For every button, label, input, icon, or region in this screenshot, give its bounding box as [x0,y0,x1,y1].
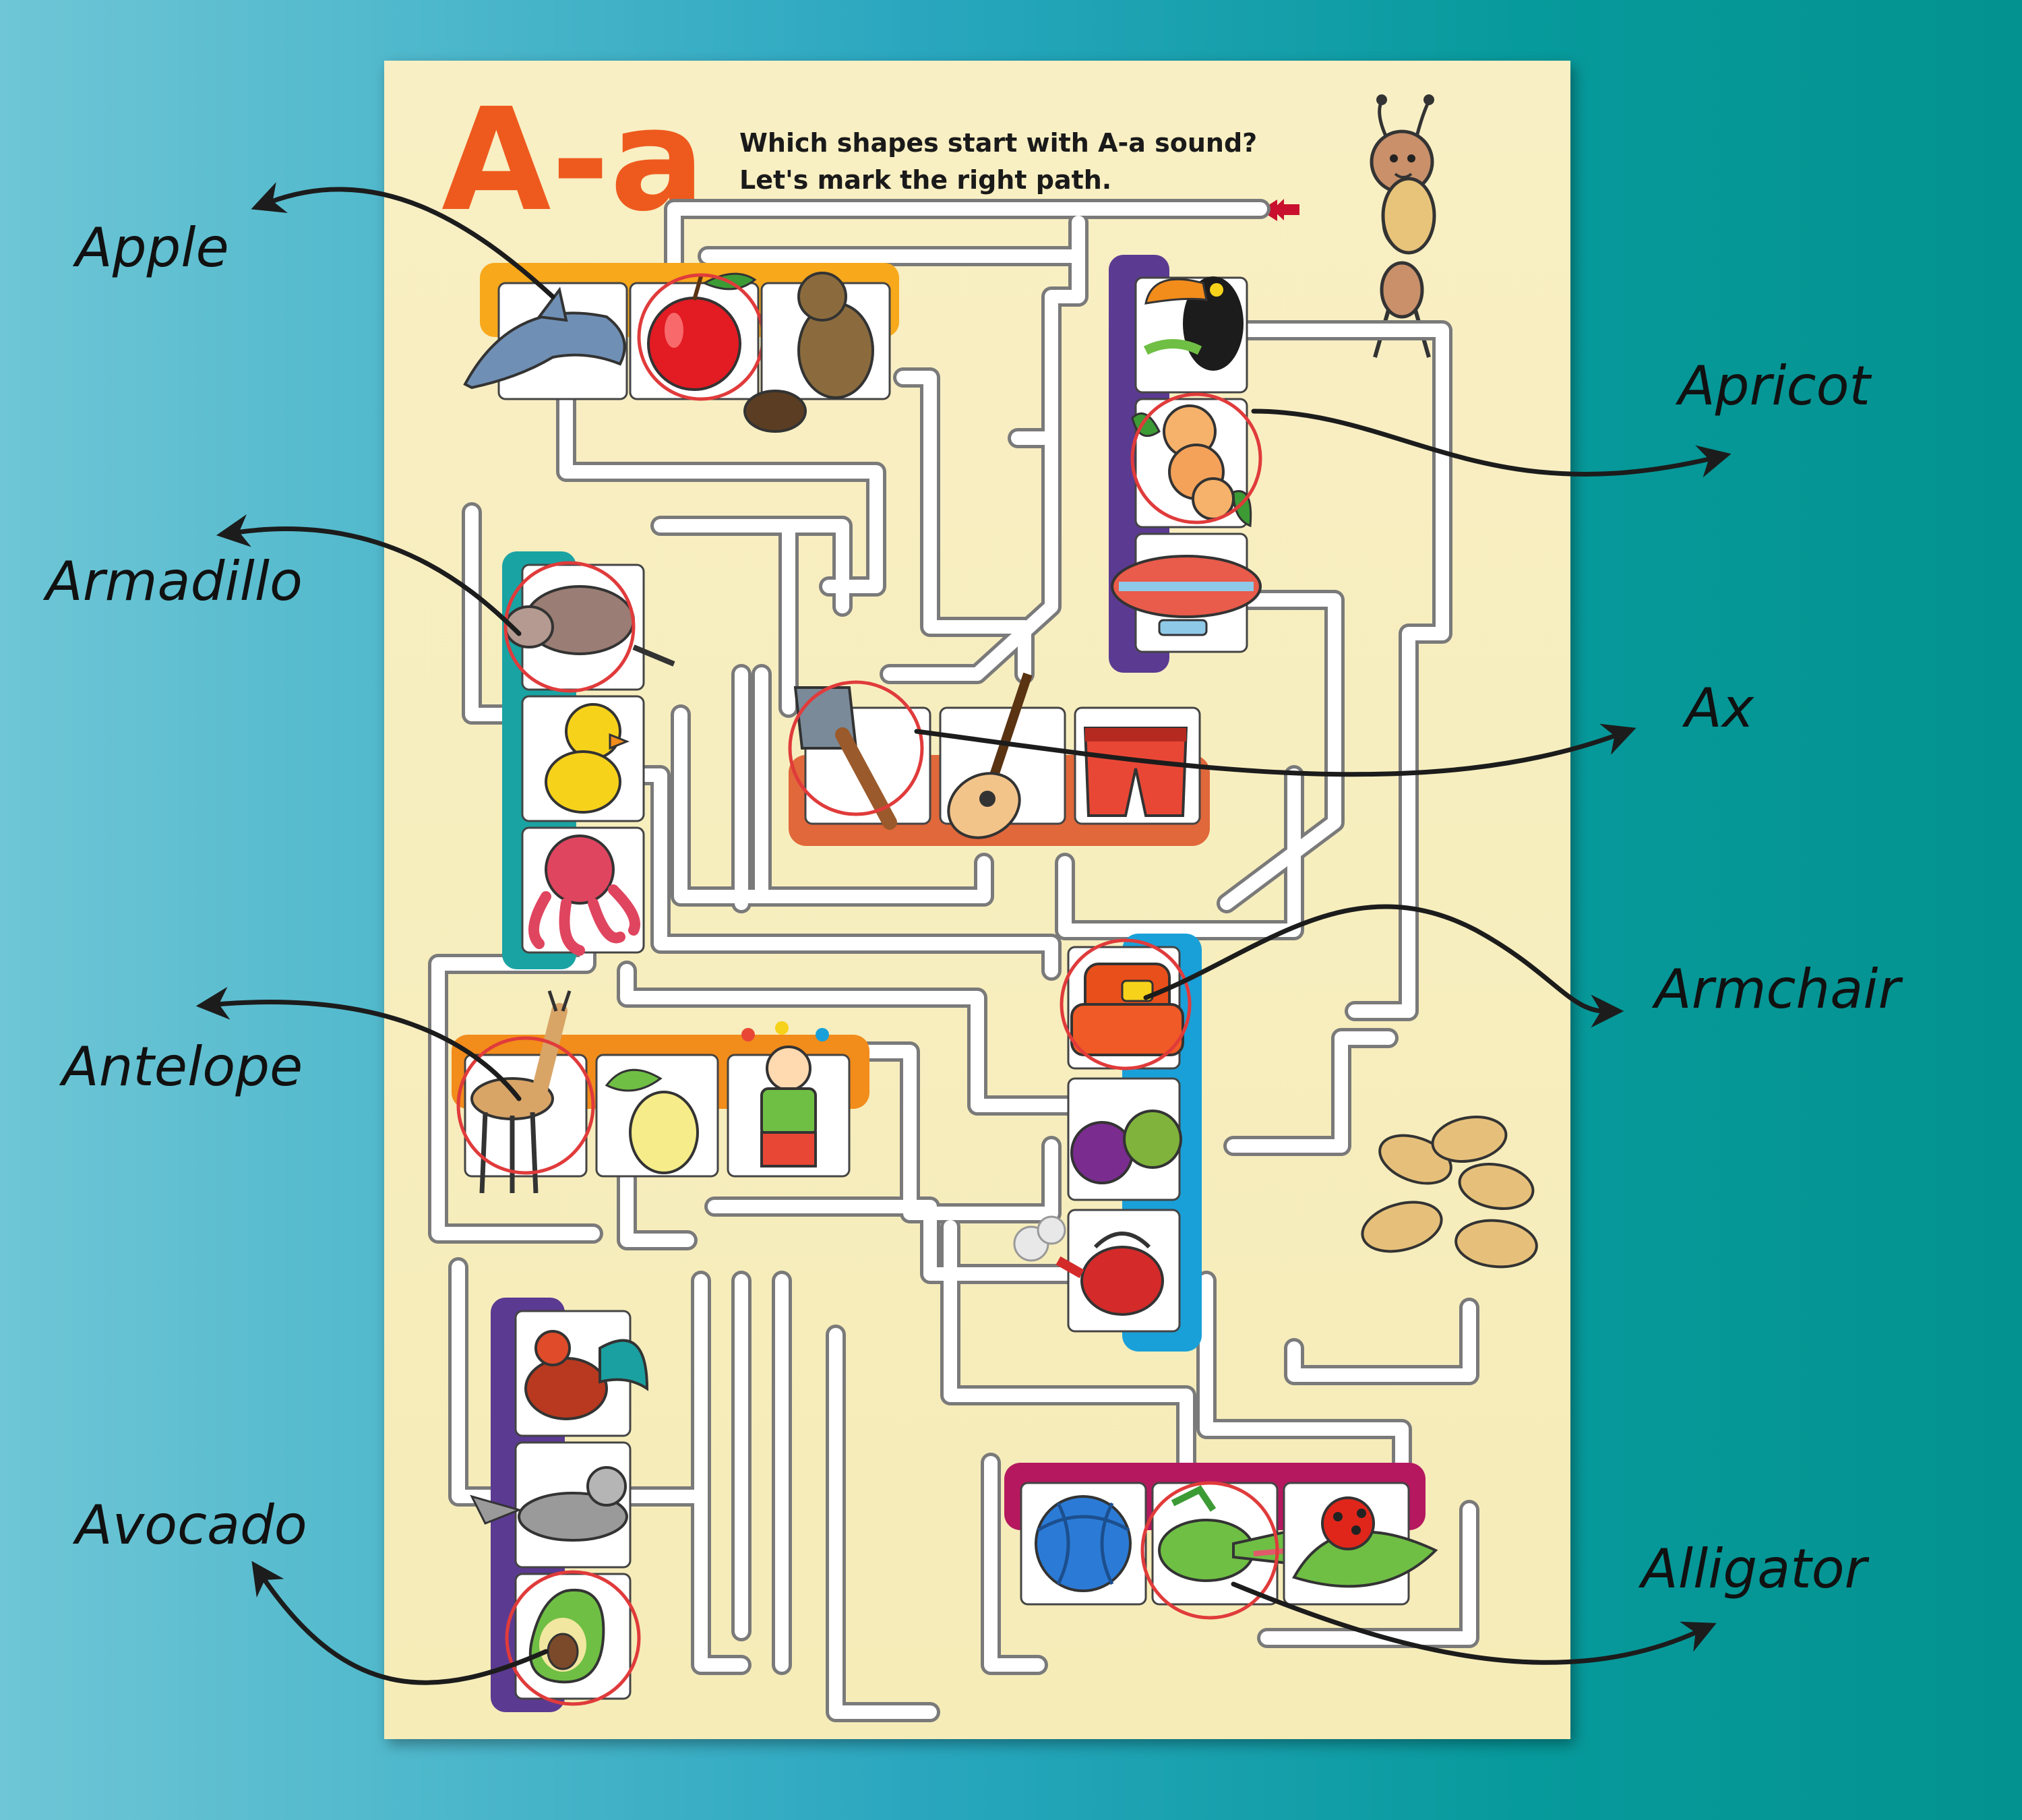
octopus-icon [528,835,640,956]
ant-icon [1370,94,1436,358]
callout-label-apricot: Apricot [1675,355,1872,417]
tile-clown[interactable] [727,1021,851,1178]
tile-group-bottom-right [1004,1463,1438,1620]
tile-ax[interactable] [788,680,931,830]
callout-label-ax: Ax [1682,677,1755,739]
guitar-icon [947,672,1033,839]
dolphin-icon [463,286,626,390]
circle-mark-avocado [505,1570,641,1706]
tile-toucan[interactable] [1134,276,1248,394]
tile-mole[interactable] [743,272,891,433]
avocado-icon [528,1588,605,1684]
circle-mark-ax [788,680,924,816]
arrow-apricot [1251,408,1732,478]
apricot-icon [1131,404,1252,528]
tile-apricot[interactable] [1130,392,1262,528]
start-arrow-icon [1260,199,1299,221]
letter-title: A-a [441,78,705,243]
tile-group-middle [788,672,1210,846]
airship-icon [1111,555,1262,636]
arrow-avocado [251,1560,549,1685]
chick-icon [545,703,630,814]
figs-icon [1070,1110,1182,1184]
armchair-icon [1070,963,1184,1056]
tile-ball[interactable] [1020,1482,1147,1606]
arrow-apple [251,182,555,299]
arrow-armadillo [216,514,522,636]
tile-group-left-upper [502,551,675,969]
quince-icon [605,1068,699,1174]
tile-group-top-right [1109,255,1262,673]
tile-shorts[interactable] [1074,706,1201,825]
tile-seal[interactable] [470,1441,632,1569]
callout-label-avocado: Avocado [72,1494,307,1556]
tile-dolphin[interactable] [463,282,628,400]
circle-mark-alligator [1140,1481,1279,1620]
mole-icon [743,272,874,433]
alligator-icon [1158,1485,1295,1582]
tile-ladybug[interactable] [1283,1482,1438,1606]
tile-armadillo[interactable] [503,561,675,693]
ladybug-icon [1292,1496,1438,1588]
ball-icon [1035,1495,1132,1592]
tile-figs[interactable] [1067,1077,1182,1201]
tile-antelope[interactable] [456,990,595,1194]
antelope-icon [470,990,572,1194]
rooster-icon [524,1330,649,1420]
circle-mark-armadillo [503,561,636,693]
arrow-antelope [195,986,522,1101]
tile-group-left-lower [470,1298,649,1712]
callout-label-alligator: Alligator [1638,1538,1870,1600]
tile-alligator[interactable] [1140,1481,1295,1620]
seal-icon [470,1466,628,1542]
kettle-icon [1013,1215,1164,1316]
tile-quince[interactable] [595,1054,719,1178]
tile-group-left-middle [452,990,869,1194]
toucan-icon [1143,276,1244,371]
tile-apple[interactable] [629,272,765,401]
arrow-alligator [1231,1581,1717,1665]
shorts-icon [1083,727,1188,817]
callout-label-armadillo: Armadillo [42,550,303,613]
tile-group-top-left [463,263,899,433]
circle-mark-apricot [1130,392,1262,524]
arrow-armchair [1143,904,1624,1028]
tile-octopus[interactable] [521,826,645,956]
instruction-line-1: Which shapes start with A-a sound? [739,128,1257,158]
tile-chick[interactable] [521,695,645,822]
tile-avocado[interactable] [505,1570,641,1706]
callout-arrows [195,182,1732,1685]
tile-armchair[interactable] [1060,938,1192,1070]
instruction-line-2: Let's mark the right path. [739,165,1111,195]
tile-airship[interactable] [1111,533,1262,653]
circle-mark-armchair [1060,938,1192,1070]
tile-kettle[interactable] [1013,1209,1181,1333]
callout-label-antelope: Antelope [59,1035,303,1098]
arrow-ax [914,723,1636,777]
tile-group-right-middle [1013,934,1202,1352]
circle-mark-antelope [456,1036,595,1175]
maze-paths [428,199,1479,1722]
clown-icon [741,1021,829,1167]
callout-label-apple: Apple [72,216,229,279]
seeds-icon [1361,1116,1538,1269]
callout-label-armchair: Armchair [1651,958,1903,1021]
tile-rooster[interactable] [514,1310,649,1437]
